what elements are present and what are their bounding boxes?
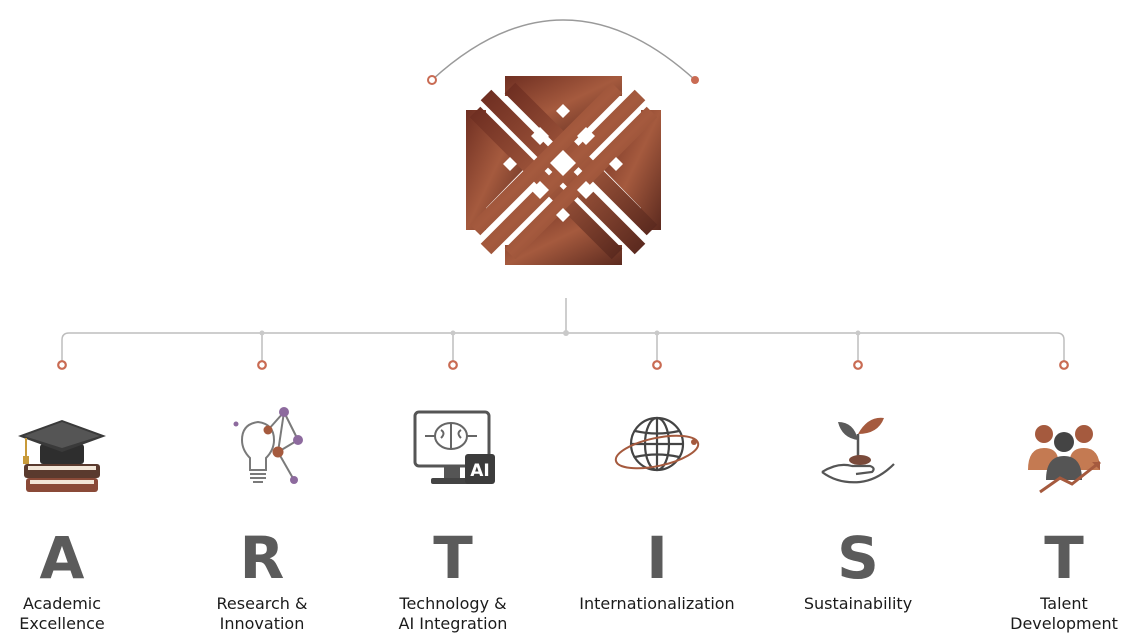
pillar-technology-ai: AI T Technology & AI Integration [368,400,538,634]
lightbulb-molecule-icon [233,407,303,484]
pillar-research-innovation: R Research & Innovation [177,400,347,634]
hand-sprout-icon [821,417,895,484]
monitor-brain-ai-icon: AI [413,410,495,484]
pillar-letter: A [39,524,85,592]
junction-dots [259,330,861,336]
pillar-label: Talent Development [1010,594,1118,633]
pillar-letter: I [646,524,668,592]
pillar-academic-excellence: A Academic Excellence [0,400,147,634]
top-arc-connector [431,19,696,81]
pillar-talent-development: T Talent Development [979,400,1129,634]
pillar-letter: S [837,524,879,592]
pillar-sustainability: S Sustainability [773,400,943,634]
team-growth-icon [1028,425,1101,494]
graduation-cap-books-icon [18,420,106,492]
pillar-label: Internationalization [579,594,735,613]
ai-badge-text: AI [470,461,489,481]
arc-node-right [691,76,699,84]
pillar-label: Academic Excellence [19,594,105,633]
pillar-label: Technology & AI Integration [398,594,508,633]
pillar-node-dots [57,360,1069,370]
arc-node-left [427,75,437,85]
connector-tree [61,298,1065,365]
pillar-label: Research & Innovation [216,594,308,633]
interlaced-emblem-logo [466,76,661,265]
pillar-internationalization: I Internationalization [572,400,742,634]
pillar-letter: T [1044,524,1084,592]
pillar-letter: R [239,524,285,592]
globe-orbit-icon [614,416,700,472]
pillar-letter: T [433,524,473,592]
pillar-label: Sustainability [803,594,913,613]
